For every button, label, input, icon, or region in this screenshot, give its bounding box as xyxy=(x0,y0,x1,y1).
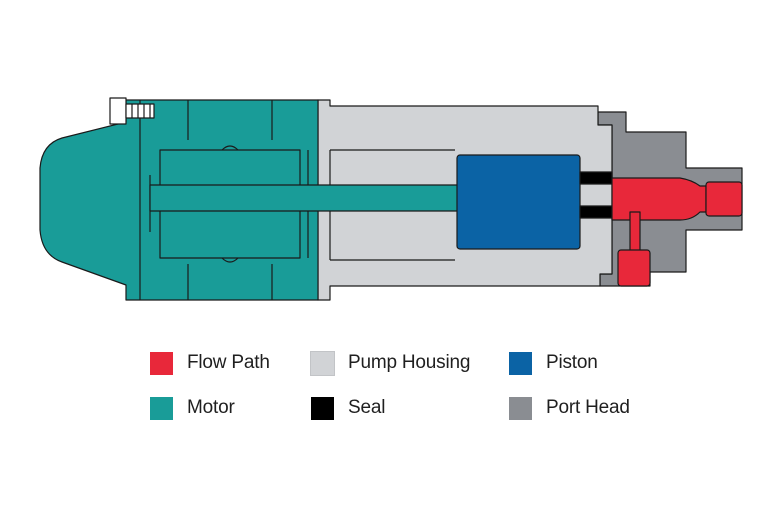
outlet-fitting xyxy=(705,181,743,217)
legend-swatch-flow-path xyxy=(150,351,173,375)
legend-item-port-head: Port Head xyxy=(509,395,630,421)
legend-item-pump-housing: Pump Housing xyxy=(310,350,471,376)
legend-label-flow-path: Flow Path xyxy=(187,352,270,373)
legend-label-pump-housing: Pump Housing xyxy=(348,352,471,373)
bolt-thread-lines xyxy=(131,104,151,118)
bolt-thread xyxy=(125,103,155,119)
inlet-fitting xyxy=(617,249,651,287)
legend-label-motor: Motor xyxy=(187,397,235,418)
flow-path-branch xyxy=(629,211,641,253)
legend-swatch-motor xyxy=(150,396,173,420)
legend-label-seal: Seal xyxy=(348,397,386,418)
legend-item-piston: Piston xyxy=(509,350,598,376)
motor-shaft xyxy=(149,184,461,212)
legend-swatch-port-head xyxy=(509,396,532,420)
legend-swatch-piston xyxy=(509,351,532,375)
seal-upper xyxy=(579,171,613,185)
seal-lower xyxy=(579,205,613,219)
legend-label-piston: Piston xyxy=(546,352,598,373)
rotor-notch-bottom xyxy=(221,257,239,263)
flow-path-main xyxy=(611,177,707,221)
piston xyxy=(456,154,581,250)
legend-swatch-pump-housing xyxy=(310,350,335,376)
legend-swatch-seal xyxy=(311,396,334,420)
bolt-head xyxy=(109,97,127,125)
legend-item-motor: Motor xyxy=(150,395,235,421)
legend-item-seal: Seal xyxy=(311,395,385,421)
legend-label-port-head: Port Head xyxy=(546,397,630,418)
rotor-notch-top xyxy=(221,145,239,151)
legend-item-flow-path: Flow Path xyxy=(150,350,270,376)
pump-cross-section-diagram xyxy=(39,97,743,301)
